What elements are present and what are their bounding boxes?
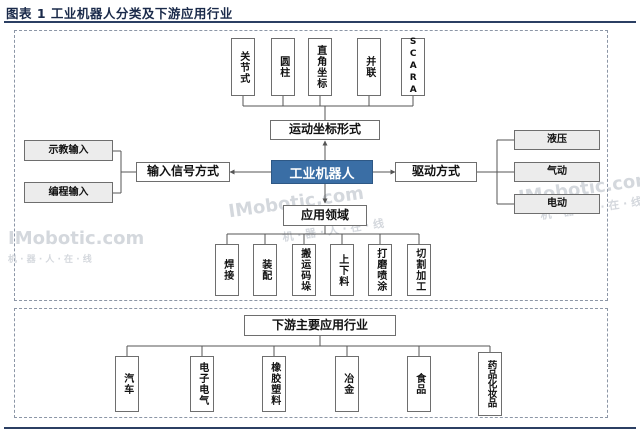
drive-item-hydraulic: 液压 (514, 130, 600, 150)
application-item-loading: 上下料 (330, 244, 354, 296)
downstream-item-automotive: 汽车 (115, 356, 139, 412)
downstream-item-pharma-cosmetics: 药品化妆品 (478, 352, 502, 416)
downstream-item-electronics: 电子电气 (190, 356, 214, 412)
application-item-cutting: 切割加工 (407, 244, 431, 296)
application-category-box: 应用领域 (283, 205, 367, 226)
motion-item-articulated: 关节式 (231, 38, 255, 96)
downstream-item-rubber-plastics: 橡胶塑料 (262, 356, 286, 412)
title-rule (4, 21, 636, 23)
downstream-item-metallurgy: 冶金 (335, 356, 359, 412)
motion-item-cartesian: 直角坐标 (308, 38, 332, 96)
drive-item-electric: 电动 (514, 194, 600, 214)
input-item-programming: 编程输入 (24, 182, 113, 203)
motion-category-box: 运动坐标形式 (270, 120, 380, 140)
industrial-robot-center: 工业机器人 (271, 160, 373, 184)
drive-item-pneumatic: 气动 (514, 162, 600, 182)
input-item-teach: 示教输入 (24, 140, 113, 161)
downstream-category-box: 下游主要应用行业 (244, 315, 396, 336)
application-item-grinding: 打磨喷涂 (368, 244, 392, 296)
input-signal-category-box: 输入信号方式 (136, 162, 230, 182)
motion-item-cylindrical: 圆柱 (271, 38, 295, 96)
watermark-logo-left: IMobotic.com (8, 228, 145, 249)
application-item-assembly: 装配 (253, 244, 277, 296)
motion-item-scara: SCARA (401, 37, 425, 97)
drive-category-box: 驱动方式 (395, 162, 477, 182)
watermark-cn-left: 机 · 器 · 人 · 在 · 线 (8, 255, 92, 265)
downstream-item-food: 食品 (407, 356, 431, 412)
figure-title: 图表 1 工业机器人分类及下游应用行业 (6, 6, 233, 21)
motion-item-parallel: 并联 (357, 38, 381, 96)
bottom-rule (4, 427, 636, 429)
application-item-welding: 焊接 (215, 244, 239, 296)
classification-frame (14, 30, 608, 301)
downstream-frame (14, 308, 608, 418)
application-item-handling: 搬运码垛 (292, 244, 316, 296)
